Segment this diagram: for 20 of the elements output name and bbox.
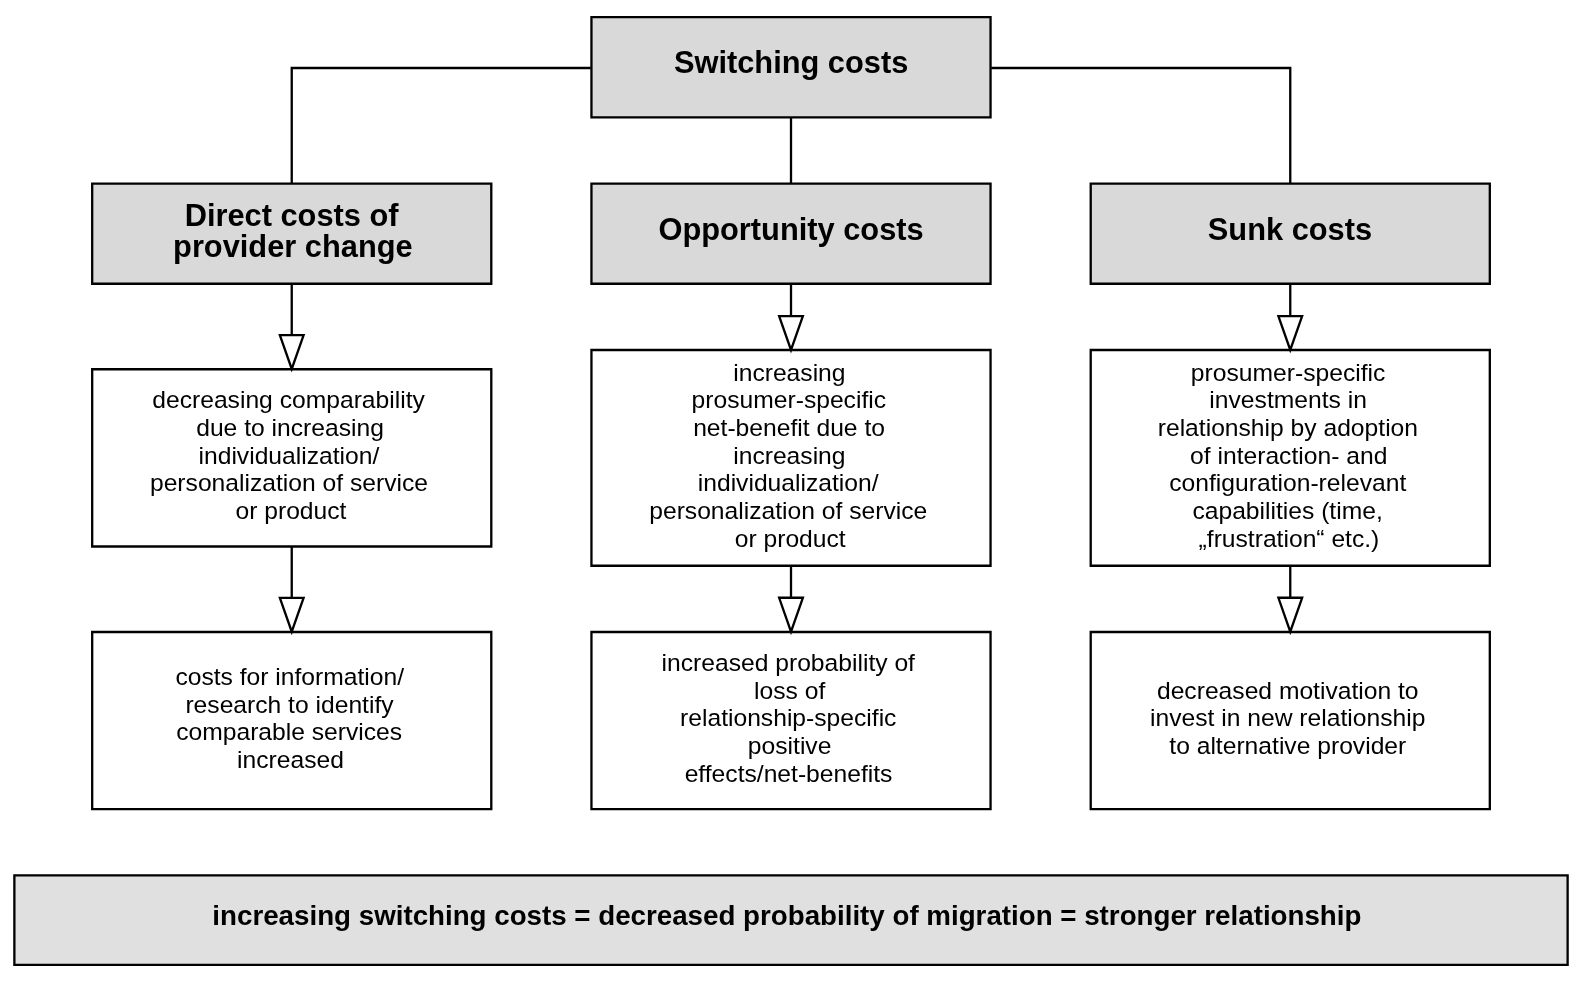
arrow [1276,283,1304,353]
node-box: Switching costs [590,15,992,118]
connector [290,66,591,183]
node-box: Direct costs of provider change [91,181,493,285]
node-box: increased probability of loss of relationship-specific positive effects/net-benefits [590,630,992,810]
node-box: increasing switching costs = decreased probability of migration = stronger relationship [13,873,1569,966]
node-box: decreased motivation to invest in new relationship to alternative provider [1089,630,1491,810]
connector [789,117,793,183]
arrow [278,283,306,372]
arrow [777,283,805,353]
node-box: Opportunity costs [590,181,992,285]
node-box: costs for information/ research to identify comparable services increased [91,630,493,810]
arrow [777,565,805,635]
node-box: Sunk costs [1089,181,1491,285]
arrow [278,546,306,635]
node-box: decreasing comparability due to increasing individualization/ personalization of service or product [91,367,493,548]
arrow [1276,565,1304,635]
node-box: prosumer-specific investments in relationship by adoption of interaction- and configuration-relevant capabilities (time, „frustration“ etc.) [1089,348,1491,567]
node-box: increasing prosumer-specific net-benefit due to increasing individualization/ personalization of service or product [590,348,992,567]
connector [991,66,1292,183]
